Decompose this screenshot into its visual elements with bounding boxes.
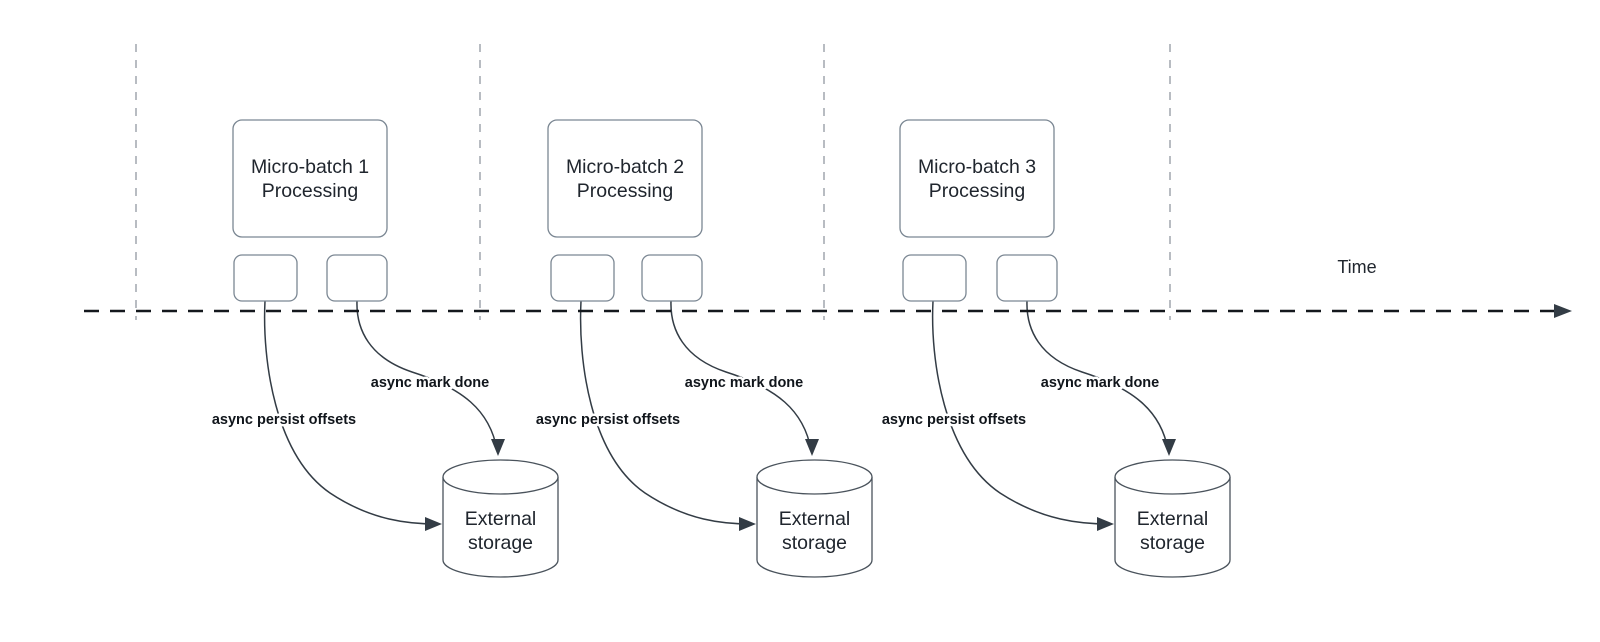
external-storage-label-line2-2: storage	[782, 532, 847, 554]
edge-persist-offsets-label-halo-3: async persist offsets	[882, 412, 1026, 428]
edge-persist-offsets-arrowhead-icon-2	[739, 517, 756, 531]
edge-mark-done-label-halo-1: async mark done	[371, 375, 489, 391]
external-storage-cylinder-body-1[interactable]	[442, 477, 559, 578]
edge-mark-done-label-halo-3: async mark done	[1041, 375, 1159, 391]
external-storage-cylinder-top-1[interactable]	[442, 459, 559, 495]
task-box-persist-3[interactable]	[902, 254, 967, 302]
external-storage-label-line2-1: storage	[468, 532, 533, 554]
timeline-arrowhead-icon	[1554, 304, 1572, 318]
external-storage-label-line2-3: storage	[1140, 532, 1205, 554]
task-box-mark-3[interactable]	[996, 254, 1058, 302]
edge-mark-done-1	[356, 300, 498, 451]
edge-persist-offsets-label-halo-1: async persist offsets	[212, 412, 356, 428]
edge-persist-offsets-label-halo-2: async persist offsets	[536, 412, 680, 428]
task-box-persist-1[interactable]	[233, 254, 298, 302]
micro-batch-box-label-line1-3: Micro-batch 3	[918, 156, 1036, 178]
micro-batch-box-label-line2-2: Processing	[577, 180, 673, 202]
edge-mark-done-arrowhead-icon-3	[1162, 439, 1176, 456]
edge-persist-offsets-label-2: async persist offsets	[536, 412, 680, 428]
edge-mark-done-label-2: async mark done	[685, 375, 803, 391]
micro-batch-box-label-line2-1: Processing	[262, 180, 358, 202]
edge-persist-offsets-arrowhead-icon-3	[1097, 517, 1114, 531]
node-layer: Micro-batch 1ProcessingExternalstorageMi…	[232, 119, 1231, 578]
timeline-axis-label: Time	[1337, 257, 1376, 277]
micro-batch-box-2[interactable]	[547, 119, 703, 238]
external-storage-cylinder-top-2[interactable]	[756, 459, 873, 495]
timeline-tick-layer	[135, 44, 1171, 320]
flow-edge-layer	[263, 300, 1176, 531]
edge-persist-offsets-arrowhead-icon-1	[425, 517, 442, 531]
task-box-persist-2[interactable]	[550, 254, 615, 302]
edge-persist-offsets-label-3: async persist offsets	[882, 412, 1026, 428]
micro-batch-box-1[interactable]	[232, 119, 388, 238]
edge-mark-done-arrowhead-icon-1	[491, 439, 505, 456]
edge-persist-offsets-label-1: async persist offsets	[212, 412, 356, 428]
edge-persist-offsets-2	[579, 300, 752, 525]
timeline-axis-layer: Time	[84, 257, 1572, 318]
edge-mark-done-label-1: async mark done	[371, 375, 489, 391]
micro-batch-box-3[interactable]	[899, 119, 1055, 238]
edge-label-layer: async persist offsets async persist offse…	[209, 373, 1161, 431]
external-storage-label-line1-2: External	[779, 508, 851, 530]
micro-batch-box-label-line1-1: Micro-batch 1	[251, 156, 369, 178]
task-box-mark-1[interactable]	[326, 254, 388, 302]
external-storage-label-line1-1: External	[465, 508, 537, 530]
micro-batch-box-label-line1-2: Micro-batch 2	[566, 156, 684, 178]
external-storage-cylinder-top-3[interactable]	[1114, 459, 1231, 495]
task-box-mark-2[interactable]	[641, 254, 703, 302]
edge-mark-done-label-halo-2: async mark done	[685, 375, 803, 391]
edge-persist-offsets-3	[931, 300, 1110, 525]
edge-mark-done-2	[670, 300, 812, 451]
external-storage-cylinder-body-3[interactable]	[1114, 477, 1231, 578]
micro-batch-box-label-line2-3: Processing	[929, 180, 1025, 202]
external-storage-label-line1-3: External	[1137, 508, 1209, 530]
edge-mark-done-label-3: async mark done	[1041, 375, 1159, 391]
external-storage-cylinder-body-2[interactable]	[756, 477, 873, 578]
edge-persist-offsets-1	[263, 300, 438, 525]
edge-mark-done-arrowhead-icon-2	[805, 439, 819, 456]
edge-mark-done-3	[1026, 300, 1169, 451]
